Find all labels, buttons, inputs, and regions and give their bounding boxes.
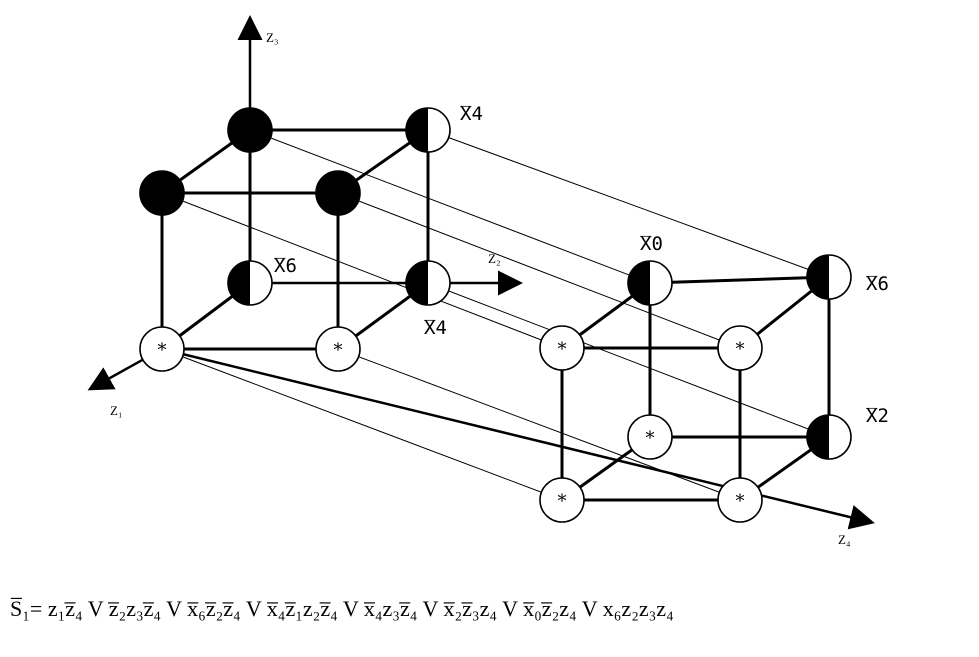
node-star-right-bottom-front-left: * <box>539 477 585 523</box>
node-full-top-back-left <box>227 107 273 153</box>
node-half-x6-right <box>806 254 852 300</box>
node-star-bottom-front-left: * <box>139 326 185 372</box>
node-half-top-back-right <box>405 107 451 153</box>
boolean-cube-diagram: * * * * * <box>87 15 889 547</box>
svg-text:*: * <box>158 340 167 361</box>
right-cube-edges <box>560 275 831 502</box>
axis-label-z2: Z₂ <box>488 251 500 266</box>
label-x0: ̅X0 <box>640 233 663 255</box>
node-star-right-bottom-front-right: * <box>717 477 763 523</box>
svg-text:*: * <box>646 428 655 449</box>
node-full-top-front-right <box>315 170 361 216</box>
label-x4-top: ̅X4 <box>460 103 483 125</box>
svg-text:*: * <box>558 339 567 360</box>
label-x6-left: ̅X6 <box>274 255 297 277</box>
node-star-right-top-front-left: * <box>539 325 585 371</box>
node-star-bottom-front-right: * <box>315 326 361 372</box>
axis-label-z3: Z₃ <box>266 30 278 45</box>
node-half-x0 <box>627 260 673 306</box>
label-x2: ̅X2 <box>866 405 889 427</box>
formula-lhs: S̅₁= <box>10 596 43 621</box>
node-half-bottom-back-left <box>227 260 273 306</box>
right-cube-nodes: * * * * * <box>539 254 852 523</box>
cube-link-lines <box>161 129 830 501</box>
axes <box>87 15 875 530</box>
node-half-bottom-back-right <box>405 260 451 306</box>
formula-terms: z₁z̅₄ V z̅₂z₃z̅₄ V x̅₆z̅₂z̅₄ V x̅₄z̅₁z₂z… <box>47 596 674 621</box>
axis-label-z1: Z₁ <box>110 403 122 418</box>
axis-label-z4: Z₄ <box>838 532 851 547</box>
left-cube-nodes: * * <box>139 107 451 372</box>
node-star-right-bottom-back-left: * <box>627 414 673 460</box>
svg-text:*: * <box>558 491 567 512</box>
node-full-top-front-left <box>139 170 185 216</box>
left-cube-edges <box>160 128 430 351</box>
boolean-formula: S̅₁= z₁z̅₄ V z̅₂z₃z̅₄ V x̅₆z̅₂z̅₄ V x̅₄z… <box>10 596 975 630</box>
svg-text:*: * <box>736 491 745 512</box>
label-x4-mid: ̅X4 <box>424 317 447 339</box>
node-half-x2 <box>806 414 852 460</box>
svg-text:*: * <box>334 340 343 361</box>
svg-text:*: * <box>736 339 745 360</box>
label-x6-right: ̅X6 <box>866 273 889 295</box>
node-star-right-top-front-right: * <box>717 325 763 371</box>
